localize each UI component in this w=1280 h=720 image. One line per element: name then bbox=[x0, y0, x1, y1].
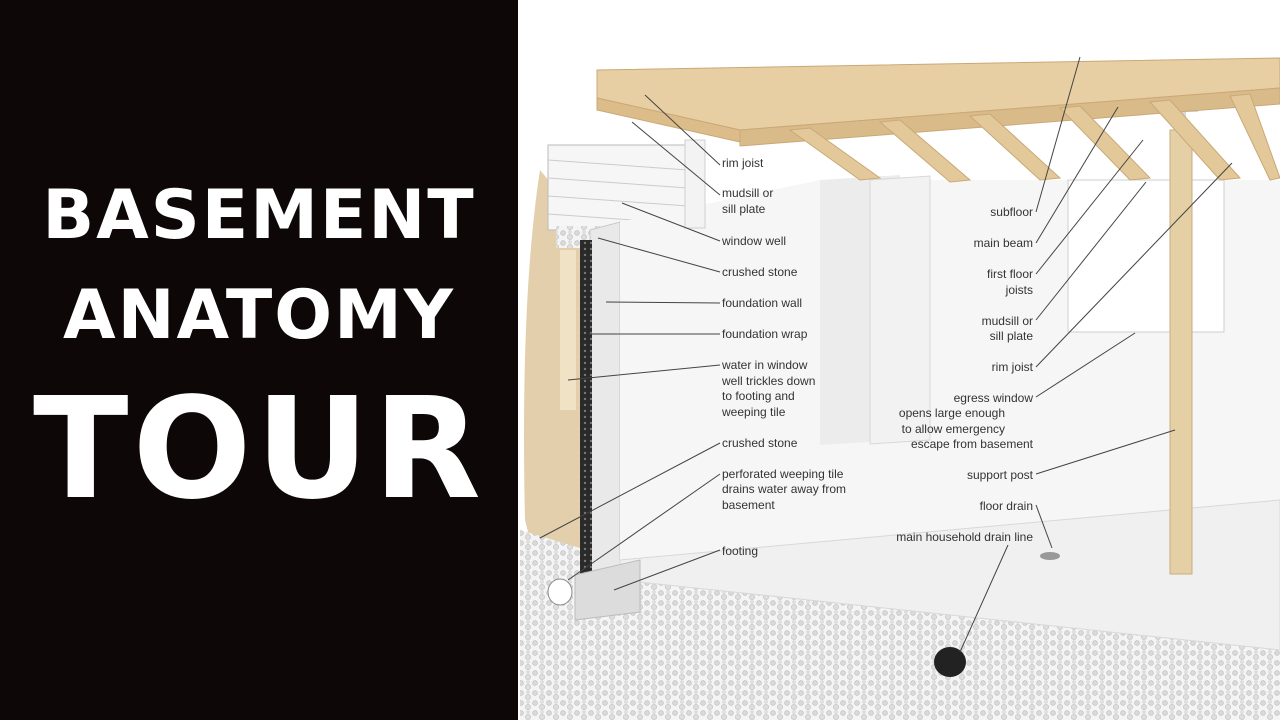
label-crushed-stone-bottom: crushed stone bbox=[722, 436, 798, 450]
leader-lines bbox=[539, 56, 1233, 653]
household-drain-line bbox=[934, 647, 966, 677]
support-post bbox=[1169, 129, 1193, 575]
title-tour: TOUR bbox=[33, 368, 485, 531]
title-basement: BASEMENT bbox=[42, 176, 476, 255]
label-window-well: window well bbox=[721, 234, 786, 248]
wall-pillar bbox=[869, 175, 931, 445]
label-rim-joist-right: rim joist bbox=[992, 360, 1034, 374]
main-beam bbox=[739, 87, 1280, 147]
label-floor-drain: floor drain bbox=[980, 499, 1033, 513]
floor-joists bbox=[788, 93, 1280, 183]
label-footing: footing bbox=[722, 544, 758, 558]
title-panel: BASEMENT ANATOMY TOUR bbox=[0, 0, 518, 720]
weeping-tile bbox=[547, 578, 573, 606]
sill-plate bbox=[684, 139, 706, 229]
water-flow bbox=[560, 250, 576, 410]
label-crushed-stone-top: crushed stone bbox=[722, 265, 798, 279]
foundation-wall bbox=[589, 221, 621, 601]
label-main-household-drain: main household drain line bbox=[896, 530, 1033, 544]
floor-drain bbox=[1040, 552, 1060, 560]
title-anatomy: ANATOMY bbox=[63, 276, 455, 355]
footing bbox=[574, 559, 641, 621]
label-foundation-wrap: foundation wrap bbox=[722, 327, 808, 341]
label-subfloor: subfloor bbox=[990, 205, 1033, 219]
label-rim-joist: rim joist bbox=[722, 156, 764, 170]
label-main-beam: main beam bbox=[974, 236, 1033, 250]
foundation-wrap bbox=[580, 240, 592, 580]
label-foundation-wall: foundation wall bbox=[722, 296, 802, 310]
label-support-post: support post bbox=[967, 468, 1034, 482]
